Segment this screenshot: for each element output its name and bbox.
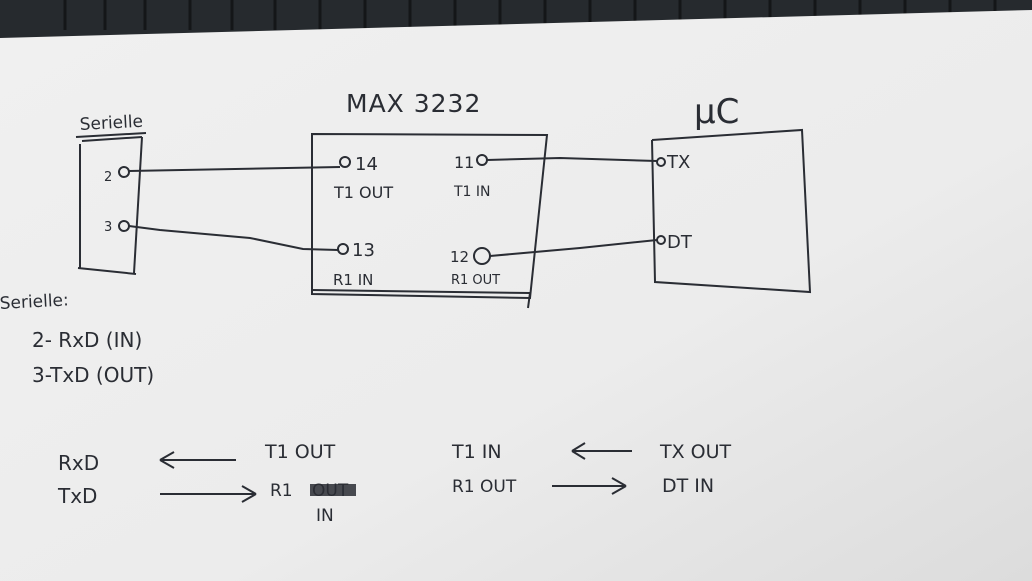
max-pin-12-label: 12	[450, 248, 469, 266]
map-r1-scribble	[310, 484, 356, 496]
max-pin-14-label: 14	[355, 154, 378, 175]
arrow-txd-right	[160, 485, 257, 503]
uc-box-outline	[651, 128, 812, 294]
serial-pin-2-terminal	[118, 166, 130, 178]
map-dt-in: DT IN	[662, 475, 714, 497]
arrow-r1out-right	[552, 477, 627, 495]
notes-heading: Serielle:	[0, 290, 69, 314]
max-r1out-label: R1 OUT	[451, 273, 500, 288]
serial-box-outline	[77, 136, 143, 275]
serial-title-underline	[75, 132, 147, 138]
wire-pin3-to-pin13	[128, 225, 339, 251]
map-r1: R1	[270, 481, 293, 501]
map-txd: TxD	[57, 484, 97, 508]
max-pin-13-label: 13	[352, 240, 375, 261]
serial-connector-box	[75, 132, 147, 275]
serial-title: Serielle	[79, 112, 143, 135]
map-r1out: R1 OUT	[452, 477, 517, 497]
uc-title: µC	[694, 92, 739, 132]
wires	[128, 156, 658, 257]
wire-pin2-to-pin14	[128, 166, 341, 172]
notes-line-2: 3-TxD (OUT)	[32, 363, 154, 387]
map-t1out: T1 OUT	[264, 441, 336, 463]
map-r1-in: IN	[316, 506, 334, 526]
map-t1in: T1 IN	[451, 441, 502, 463]
serial-pin-3-label: 3	[104, 220, 112, 235]
map-tx-out: TX OUT	[659, 441, 732, 463]
max-title: MAX 3232	[346, 89, 481, 118]
uc-tx-label: TX	[666, 152, 690, 173]
max-r1in-label: R1 IN	[333, 271, 373, 289]
uc-tx-terminal	[656, 157, 666, 167]
notes-line-1: 2- RxD (IN)	[32, 328, 142, 352]
max3232-box	[311, 132, 549, 309]
max-box-bottom-shadow	[311, 289, 531, 309]
uc-box	[651, 128, 812, 294]
serial-pin-2-label: 2	[104, 170, 112, 185]
arrow-t1in-left	[571, 442, 632, 460]
mapping-arrows	[159, 442, 632, 503]
uc-dt-label: DT	[667, 232, 693, 253]
wire-pin12-to-dt	[489, 239, 658, 257]
wire-pin11-to-tx	[486, 156, 658, 162]
max-pin-14-terminal	[339, 156, 351, 168]
max-pin-11-label: 11	[454, 153, 474, 172]
arrow-rxd-left	[159, 451, 236, 469]
paper-sheet	[0, 10, 1032, 581]
max-pin-12-terminal	[473, 247, 491, 265]
max-t1in-label: T1 IN	[453, 184, 491, 200]
map-rxd: RxD	[58, 451, 99, 475]
max-t1out-label: T1 OUT	[333, 183, 393, 202]
